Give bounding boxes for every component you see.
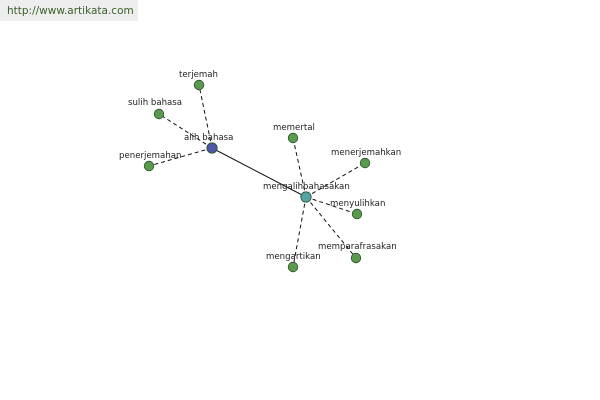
node-label-penerjemahan: penerjemahan (119, 151, 181, 161)
edge-alih-bahasa-to-mengalihbahasakan (211, 147, 307, 198)
node-label-alih-bahasa: alih bahasa (184, 133, 233, 143)
node-label-mengartikan: mengartikan (266, 252, 321, 262)
nodes-layer (143, 79, 371, 273)
edge-alih-bahasa-to-terjemah (198, 84, 213, 149)
node-label-memparafrasakan: memparafrasakan (318, 242, 397, 252)
node-mengartikan[interactable] (287, 261, 299, 273)
node-memertal[interactable] (287, 132, 299, 144)
node-menerjemahkan[interactable] (359, 157, 371, 169)
source-url-banner: http://www.artikata.com (0, 0, 138, 21)
edge-alih-bahasa-to-penerjemahan (148, 147, 213, 167)
node-label-menyulihkan: menyulihkan (330, 199, 385, 209)
edge-mengalihbahasakan-to-menyulihkan (305, 196, 358, 215)
node-memparafrasakan[interactable] (350, 252, 362, 264)
source-url-text: http://www.artikata.com (7, 4, 134, 17)
node-menyulihkan[interactable] (351, 208, 363, 220)
node-label-menerjemahkan: menerjemahkan (331, 148, 401, 158)
edges-layer (148, 84, 366, 268)
edge-mengalihbahasakan-to-mengartikan (292, 196, 307, 268)
node-penerjemahan[interactable] (143, 160, 155, 172)
node-mengalihbahasakan[interactable] (300, 191, 312, 203)
node-label-terjemah: terjemah (179, 70, 218, 80)
node-label-sulih-bahasa: sulih bahasa (128, 98, 182, 108)
edge-mengalihbahasakan-to-menerjemahkan (305, 162, 366, 198)
node-alih-bahasa[interactable] (206, 142, 218, 154)
node-label-memertal: memertal (273, 123, 315, 133)
edge-mengalihbahasakan-to-memertal (292, 137, 307, 198)
edge-alih-bahasa-to-sulih-bahasa (158, 113, 213, 149)
labels-layer: alih bahasa mengalihbahasakan terjemah suli… (119, 70, 401, 262)
edge-mengalihbahasakan-to-memparafrasakan (305, 196, 357, 259)
node-sulih-bahasa[interactable] (153, 108, 165, 120)
node-label-mengalihbahasakan: mengalihbahasakan (263, 182, 350, 192)
node-terjemah[interactable] (193, 79, 205, 91)
